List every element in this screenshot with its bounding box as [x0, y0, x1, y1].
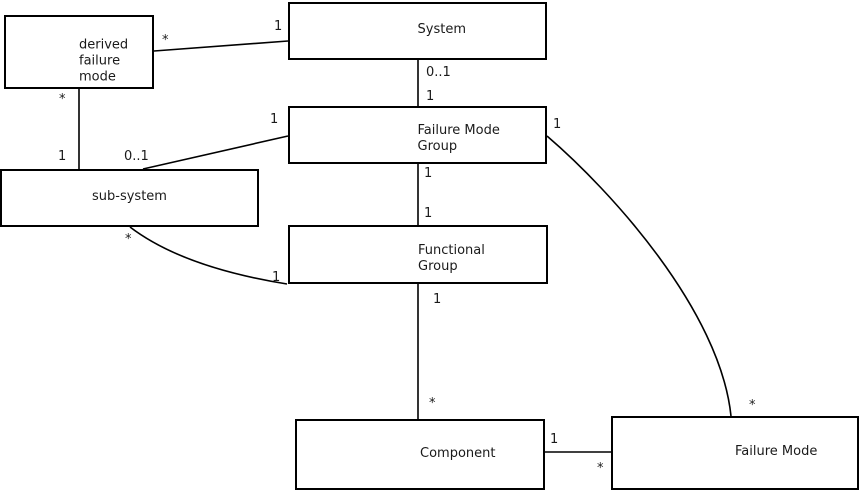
multiplicity-label: 0..1 [124, 149, 149, 164]
association-line [142, 135, 289, 170]
multiplicity-label: * [597, 461, 604, 476]
class-box-system: System [288, 2, 547, 60]
class-label: Failure Mode Group [418, 123, 500, 155]
multiplicity-label: 1 [553, 117, 561, 132]
class-box-failure-mode-group: Failure Mode Group [288, 106, 547, 164]
multiplicity-label: 1 [424, 206, 432, 221]
class-label-line: derived [79, 37, 129, 53]
association-system-derived-failure-mode: 1 * [153, 19, 289, 52]
multiplicity-label: 1 [272, 270, 280, 285]
class-box-failure-mode: Failure Mode [611, 416, 859, 490]
class-box-functional-group: Functional Group [288, 225, 548, 284]
association-system-failure-mode-group: 0..1 1 [417, 60, 451, 106]
association-failure-mode-group-failure-mode: 1 * [546, 117, 756, 417]
class-box-derived-failure-mode: derived failure mode [4, 15, 154, 89]
association-line [129, 226, 288, 285]
multiplicity-label: * [162, 33, 169, 48]
class-label: System [418, 22, 466, 38]
multiplicity-label: * [59, 92, 66, 107]
multiplicity-label: 1 [426, 89, 434, 104]
association-functional-group-component: 1 * [417, 284, 441, 419]
class-label-line: Component [420, 445, 496, 461]
class-label-line: Functional [418, 242, 485, 258]
class-label-line: sub-system [92, 189, 167, 205]
class-label-line: Failure Mode [417, 122, 500, 138]
class-label-line: failure [79, 53, 121, 69]
association-failure-mode-group-functional-group: 1 1 [417, 164, 432, 225]
class-label-line: Group [418, 258, 458, 274]
association-line [153, 40, 289, 52]
multiplicity-label: 0..1 [426, 65, 451, 80]
multiplicity-label: * [429, 396, 436, 411]
association-component-failure-mode: 1 * [545, 432, 611, 476]
multiplicity-label: 1 [58, 149, 66, 164]
multiplicity-label: * [749, 398, 756, 413]
class-label-line: System [417, 22, 466, 38]
class-label: Functional Group [418, 242, 485, 274]
class-label: derived failure mode [79, 38, 128, 86]
multiplicity-label: 1 [433, 292, 441, 307]
multiplicity-label: 1 [424, 166, 432, 181]
class-label: sub-system [2, 189, 257, 205]
association-line [546, 135, 732, 417]
class-box-component: Component [295, 419, 545, 490]
association-failure-mode-group-sub-system: 1 0..1 [124, 112, 289, 170]
class-label: Component [420, 446, 495, 462]
class-label-line: Failure Mode [735, 444, 818, 460]
multiplicity-label: * [125, 232, 132, 247]
class-label: Failure Mode [735, 444, 817, 460]
multiplicity-label: 1 [274, 19, 282, 34]
multiplicity-label: 1 [550, 432, 558, 447]
class-label-line: mode [79, 69, 116, 85]
association-sub-system-functional-group: * 1 [125, 226, 288, 285]
multiplicity-label: 1 [270, 112, 278, 127]
association-derived-failure-mode-sub-system: * 1 [58, 89, 80, 169]
class-label-line: Group [417, 138, 458, 154]
class-box-sub-system: sub-system [0, 169, 259, 227]
